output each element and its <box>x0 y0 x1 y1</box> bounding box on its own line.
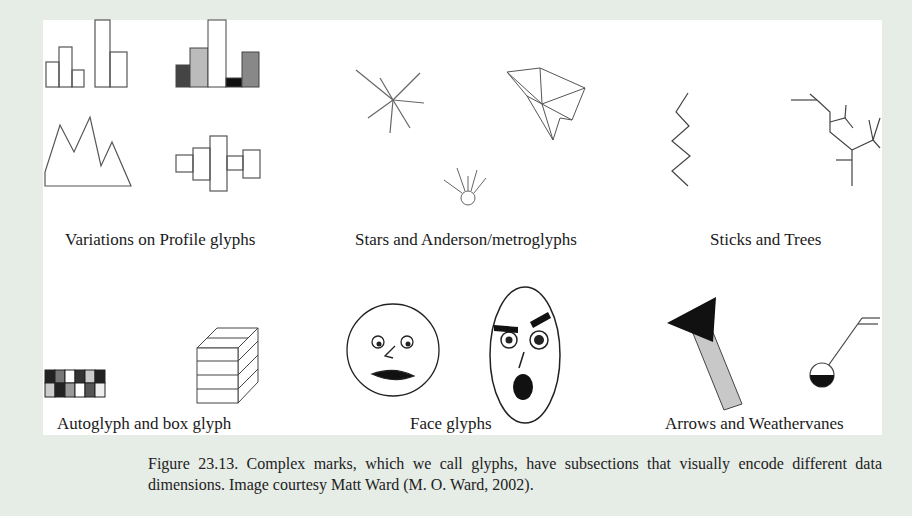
group-label: Stars and Anderson/metroglyphs <box>355 230 577 250</box>
figure-caption: Figure 23.13. Complex marks, which we ca… <box>148 453 882 495</box>
group-label: Variations on Profile glyphs <box>65 230 255 250</box>
group-label: Autoglyph and box glyph <box>57 414 231 434</box>
group-label: Face glyphs <box>410 414 492 434</box>
group-label: Sticks and Trees <box>710 230 821 250</box>
group-label: Arrows and Weathervanes <box>665 414 844 434</box>
